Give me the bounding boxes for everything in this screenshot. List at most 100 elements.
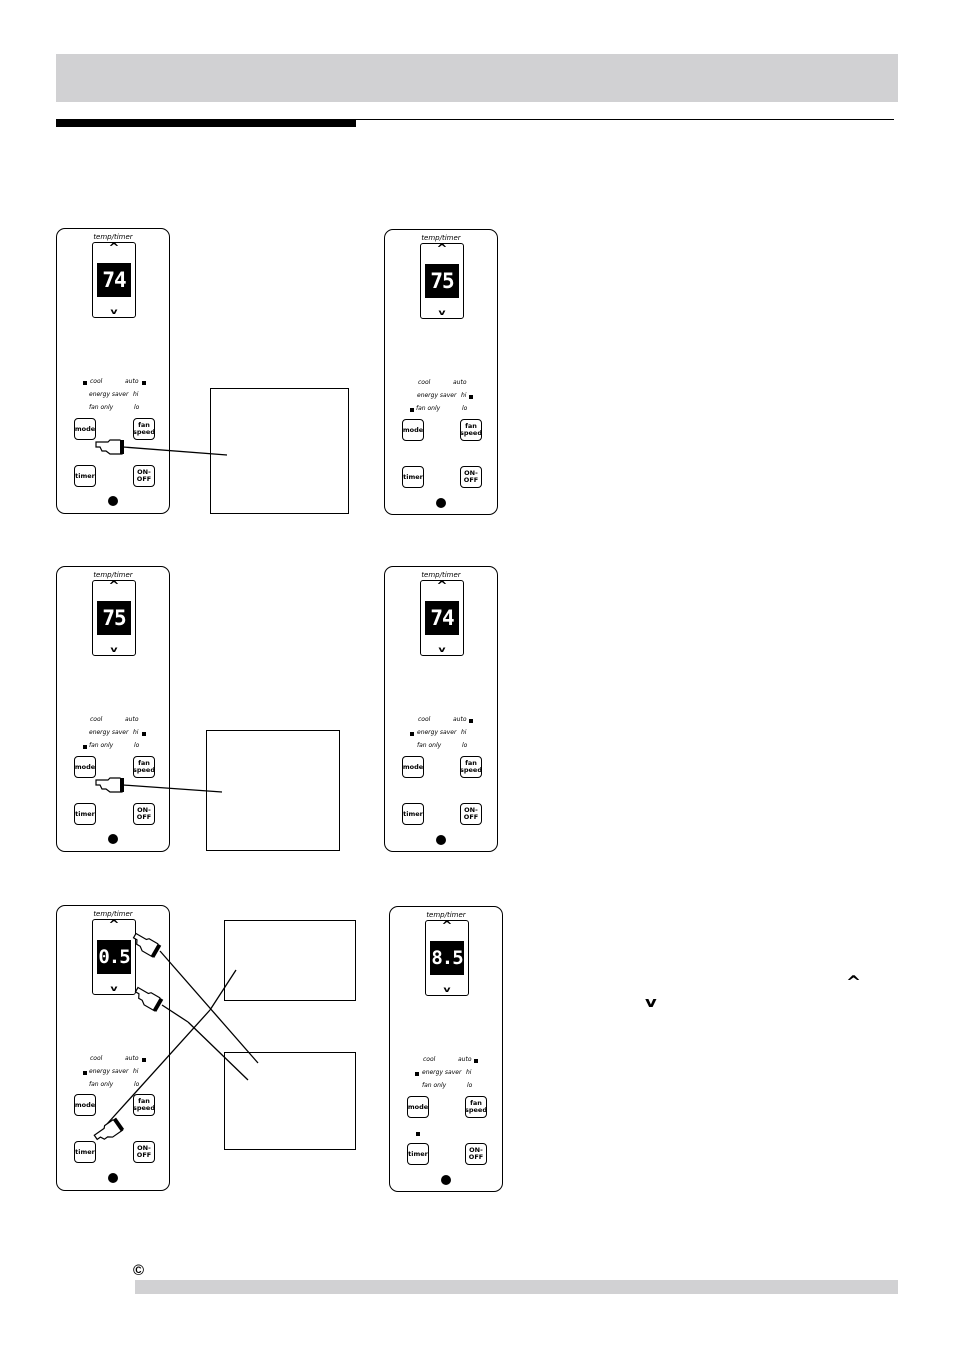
copyright-icon: ©: [133, 1262, 145, 1279]
temp-up-arrow[interactable]: ^: [108, 241, 120, 256]
temp-up-arrow[interactable]: ^: [441, 919, 453, 934]
pointing-hand-icon: [134, 986, 164, 1012]
fan-auto-label: auto: [125, 378, 139, 385]
indicator-auto: [474, 1059, 478, 1063]
temp-timer-label: temp/timer: [421, 234, 461, 242]
fan-hi-label: hi: [133, 729, 139, 736]
mode-button[interactable]: mode: [74, 756, 96, 778]
temp-timer-label: temp/timer: [93, 233, 133, 241]
on-off-button[interactable]: ON-OFF: [460, 803, 482, 825]
on-off-button[interactable]: ON-OFF: [133, 803, 155, 825]
mode-energy-saver-label: energy saver: [417, 392, 457, 399]
temp-up-arrow[interactable]: ^: [108, 579, 120, 594]
status-led: [108, 496, 118, 506]
temp-display: ^ 75 v: [420, 242, 464, 319]
fan-lo-label: lo: [467, 1082, 473, 1089]
leader-line: [106, 1009, 211, 1125]
temp-display: ^ 0.5 v: [92, 918, 136, 995]
mode-fan-only-label: fan only: [89, 1081, 114, 1088]
fan-lo-label: lo: [134, 742, 140, 749]
fan-auto-label: auto: [125, 716, 139, 723]
mode-cool-label: cool: [90, 1055, 103, 1062]
status-led: [108, 834, 118, 844]
fan-auto-label: auto: [453, 716, 467, 723]
temp-down-arrow[interactable]: v: [438, 644, 446, 655]
down-caret-glyph: v: [645, 994, 657, 1011]
timer-button[interactable]: timer: [407, 1143, 429, 1165]
indicator-energy-saver: [83, 1071, 87, 1075]
on-off-button[interactable]: ON-OFF: [133, 1141, 155, 1163]
mode-fan-only-label: fan only: [417, 742, 442, 749]
temp-timer-label: temp/timer: [426, 911, 466, 919]
mode-cool-label: cool: [90, 378, 103, 385]
lcd-readout: 8.5: [430, 941, 464, 975]
fan-auto-label: auto: [125, 1055, 139, 1062]
timer-button[interactable]: timer: [74, 1141, 96, 1163]
fan-hi-label: hi: [133, 391, 139, 398]
timer-button[interactable]: timer: [402, 803, 424, 825]
indicator-hi: [142, 732, 146, 736]
leader-line: [161, 1004, 189, 1023]
temp-up-arrow[interactable]: ^: [108, 918, 120, 933]
lcd-readout: 75: [97, 601, 131, 635]
mode-button[interactable]: mode: [74, 1094, 96, 1116]
indicator-hi: [469, 395, 473, 399]
callout-box-lower: [224, 1052, 356, 1150]
mode-fan-only-label: fan only: [422, 1082, 447, 1089]
status-led: [436, 498, 446, 508]
on-off-button[interactable]: ON-OFF: [133, 465, 155, 487]
on-off-button[interactable]: ON-OFF: [465, 1143, 487, 1165]
temp-down-arrow[interactable]: v: [110, 983, 118, 994]
temp-up-arrow[interactable]: ^: [436, 242, 448, 257]
remote-row1-right: temp/timer ^ 75 v cool auto energy saver…: [384, 229, 498, 515]
up-caret-glyph: ^: [846, 972, 862, 993]
remote-row1-left: temp/timer ^ 74 v cool auto energy saver…: [56, 228, 170, 514]
on-off-button[interactable]: ON-OFF: [460, 466, 482, 488]
mode-button[interactable]: mode: [74, 418, 96, 440]
mode-energy-saver-label: energy saver: [422, 1069, 462, 1076]
timer-button[interactable]: timer: [74, 803, 96, 825]
status-led: [441, 1175, 451, 1185]
pointing-hand-icon: [132, 932, 162, 958]
temp-display: ^ 8.5 v: [425, 919, 469, 996]
mode-button[interactable]: mode: [407, 1096, 429, 1118]
temp-down-arrow[interactable]: v: [438, 307, 446, 318]
mode-button[interactable]: mode: [402, 756, 424, 778]
lcd-readout: 75: [425, 264, 459, 298]
pointing-hand-icon: [93, 1117, 125, 1141]
mode-fan-only-label: fan only: [416, 405, 441, 412]
leader-line: [159, 950, 259, 1064]
fan-auto-label: auto: [458, 1056, 472, 1063]
leader-line: [187, 1021, 249, 1081]
mode-energy-saver-label: energy saver: [89, 391, 129, 398]
indicator-timer: [416, 1132, 420, 1136]
indicator-energy-saver: [415, 1072, 419, 1076]
timer-button[interactable]: timer: [402, 466, 424, 488]
temp-timer-label: temp/timer: [93, 910, 133, 918]
timer-button[interactable]: timer: [74, 465, 96, 487]
temp-down-arrow[interactable]: v: [443, 984, 451, 995]
fan-lo-label: lo: [462, 405, 468, 412]
fan-hi-label: hi: [466, 1069, 472, 1076]
temp-down-arrow[interactable]: v: [110, 306, 118, 317]
fan-lo-label: lo: [134, 1081, 140, 1088]
temp-up-arrow[interactable]: ^: [436, 579, 448, 594]
indicator-fan-only: [410, 408, 414, 412]
leader-line: [209, 969, 237, 1011]
mode-button[interactable]: mode: [402, 419, 424, 441]
temp-down-arrow[interactable]: v: [110, 644, 118, 655]
leader-line: [122, 446, 228, 456]
mode-cool-label: cool: [418, 716, 431, 723]
lcd-readout: 74: [97, 263, 131, 297]
mode-cool-label: cool: [90, 716, 103, 723]
indicator-auto: [142, 381, 146, 385]
indicator-auto: [469, 719, 473, 723]
temp-display: ^ 75 v: [92, 579, 136, 656]
